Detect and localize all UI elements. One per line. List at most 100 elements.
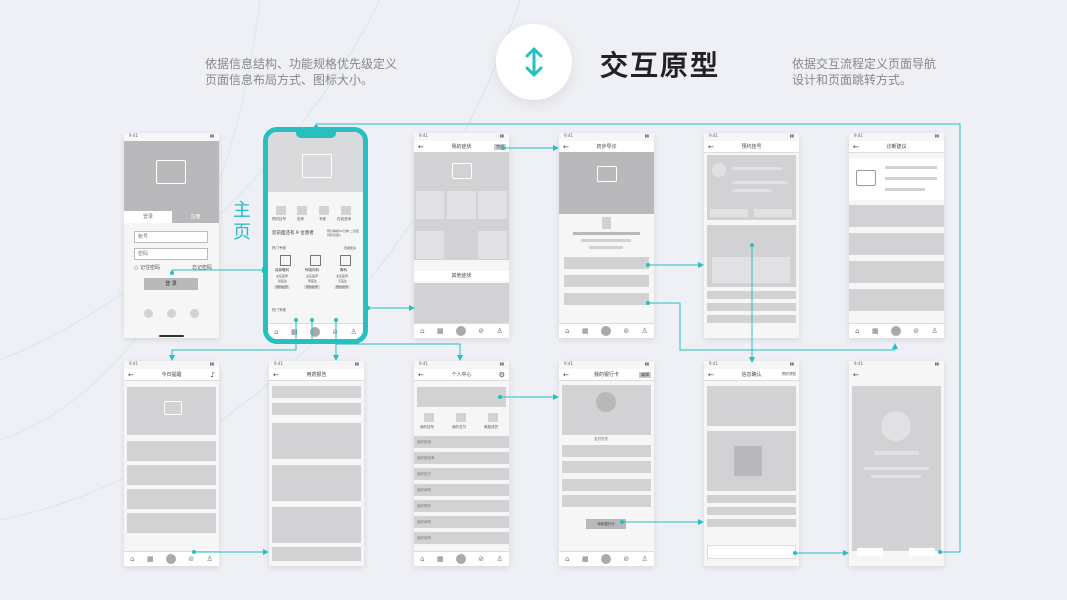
back-arrow-icon[interactable]: ← (128, 370, 134, 379)
gear-icon[interactable]: ⚙ (498, 370, 505, 379)
card-row[interactable] (562, 479, 651, 491)
quick-entry-label[interactable]: 专家 (319, 217, 326, 221)
queue-status: 您前面还有 9 位患者 (272, 231, 314, 236)
remember-checkbox[interactable]: ○ 记住密码 (134, 265, 160, 271)
guide-option[interactable] (564, 257, 649, 269)
book-button[interactable]: 预约挂号 (304, 285, 321, 289)
screen-result: 9:41▮▮ ← (849, 361, 944, 566)
menu-item[interactable]: 我的医保 (414, 436, 509, 448)
back-arrow-icon[interactable]: ← (418, 370, 424, 379)
back-arrow-icon[interactable]: ← (853, 370, 859, 379)
note-right: 依据交互流程定义页面导航设计和页面跳转方式。 (792, 57, 937, 87)
done-button[interactable]: 完成 (494, 143, 506, 150)
menu-item[interactable]: 我的病例 (414, 516, 509, 528)
calendar-icon[interactable]: ▦ (290, 327, 298, 336)
center-tab-icon[interactable] (309, 326, 320, 337)
pill-icon[interactable]: ⊘ (332, 327, 339, 336)
list-item[interactable] (127, 489, 216, 509)
back-arrow-icon[interactable]: ← (708, 370, 714, 379)
back-arrow-icon[interactable]: ← (563, 370, 569, 379)
bell-icon[interactable]: ♪ (210, 370, 215, 379)
screen-home: 预约挂号 查房 专家 在线咨询 您前面还有 9 位患者 预计等候30分钟 二诊室… (263, 127, 368, 344)
stat-label[interactable]: 家庭成员 (484, 425, 498, 429)
image-placeholder-icon (156, 160, 186, 184)
notice-link[interactable]: 预约须知 (782, 372, 796, 376)
menu-item[interactable]: 我的病例 (414, 484, 509, 496)
list-item[interactable] (849, 261, 944, 283)
forgot-link[interactable]: 忘记密码 (192, 265, 213, 271)
list-item[interactable] (849, 289, 944, 311)
back-arrow-icon[interactable]: ← (273, 370, 279, 379)
home-icon[interactable]: ⌂ (274, 327, 279, 336)
stat-label[interactable]: 我的挂号 (420, 425, 434, 429)
menu-item[interactable]: 我的预约 (414, 500, 509, 512)
primary-button[interactable] (909, 548, 935, 556)
edit-button[interactable]: 编辑 (639, 371, 651, 378)
back-arrow-icon[interactable]: ← (418, 142, 424, 151)
screen-title: 信息确认 (741, 372, 762, 378)
payment-label: 支付方式 (594, 437, 608, 441)
stat-label[interactable]: 我的支付 (452, 425, 466, 429)
add-card-button[interactable]: 添加银行卡 (586, 519, 626, 529)
quick-entry-label[interactable]: 查房 (297, 217, 304, 221)
menu-item[interactable]: 我的报告单 (414, 452, 509, 464)
list-item[interactable] (849, 205, 944, 227)
list-item[interactable] (849, 233, 944, 255)
profile-card[interactable] (417, 387, 506, 407)
user-icon[interactable]: ♙ (350, 327, 357, 336)
screen-title: 我的症状 (451, 144, 472, 150)
screen-appointment: 9:41▮▮ ←预约挂号 (704, 133, 799, 338)
menu-item[interactable]: 我的用药 (414, 532, 509, 544)
time-slots[interactable] (712, 257, 790, 283)
doctor-name: 张医生 (278, 279, 288, 283)
screen-login: 9:41▮▮ 登录 注册 帐号 密码 ○ 记住密码 忘记密码 登 录 (124, 133, 219, 338)
book-button[interactable]: 预约挂号 (334, 285, 351, 289)
screen-title: 初步导诊 (596, 144, 617, 150)
screen-profile: 9:41▮▮ ←个人中心⚙ 我的挂号 我的支付 家庭成员 我的医保 我的报告单 … (414, 361, 509, 566)
menu-item[interactable]: 我的处方 (414, 468, 509, 480)
back-arrow-icon[interactable]: ← (853, 142, 859, 151)
account-field[interactable]: 帐号 (134, 231, 208, 243)
guide-option[interactable] (564, 293, 649, 305)
card-row[interactable] (562, 445, 651, 457)
tab-register[interactable]: 注册 (172, 211, 219, 223)
guide-option[interactable] (564, 275, 649, 287)
password-field[interactable]: 密码 (134, 248, 208, 260)
book-button[interactable]: 预约挂号 (274, 285, 291, 289)
screen-symptoms: 9:41▮▮ ←我的症状完成 其他症状 ⌂▦⊘♙ (414, 133, 509, 338)
doctor-name: 王医生 (338, 279, 348, 283)
card-row[interactable] (562, 461, 651, 473)
screen-title: 个人中心 (451, 372, 472, 378)
list-item[interactable] (127, 441, 216, 461)
page-title: 交互原型 (600, 49, 721, 82)
more-link[interactable]: 查看更多 (344, 246, 357, 250)
back-arrow-icon[interactable]: ← (563, 142, 569, 151)
quick-entry-label[interactable]: 在线咨询 (337, 217, 351, 221)
avatar (280, 255, 291, 266)
social-icon[interactable] (167, 309, 176, 318)
screen-title: 我的银行卡 (593, 372, 619, 378)
doctor-dept: 骨科 (340, 268, 347, 272)
avatar (310, 255, 321, 266)
list-item[interactable] (127, 465, 216, 485)
note-left: 依据信息结构、功能规格优先级定义页面信息布局方式、图标大小。 (205, 57, 398, 87)
submit-bar[interactable] (707, 545, 796, 559)
quick-entry-label[interactable]: 预约挂号 (272, 217, 286, 221)
screen-confirm: 9:41▮▮ ←信息确认预约须知 (704, 361, 799, 566)
image-placeholder-icon (302, 154, 332, 178)
social-icon[interactable] (144, 309, 153, 318)
social-icon[interactable] (190, 309, 199, 318)
screen-title: 预约挂号 (741, 144, 762, 150)
doctor-title: 主任医师 (306, 274, 319, 278)
tab-bar: ⌂ ▦ ⊘ ♙ (268, 323, 363, 339)
back-arrow-icon[interactable]: ← (708, 142, 714, 151)
secondary-button[interactable] (857, 548, 883, 556)
status-time: 9:41 (129, 133, 138, 138)
avatar (340, 255, 351, 266)
card-row[interactable] (562, 495, 651, 507)
doctor-title: 主任医师 (276, 274, 289, 278)
screen-title: 用药报告 (306, 372, 327, 378)
list-item[interactable] (127, 513, 216, 533)
login-button[interactable]: 登 录 (144, 278, 198, 290)
tab-login[interactable]: 登录 (124, 211, 172, 223)
